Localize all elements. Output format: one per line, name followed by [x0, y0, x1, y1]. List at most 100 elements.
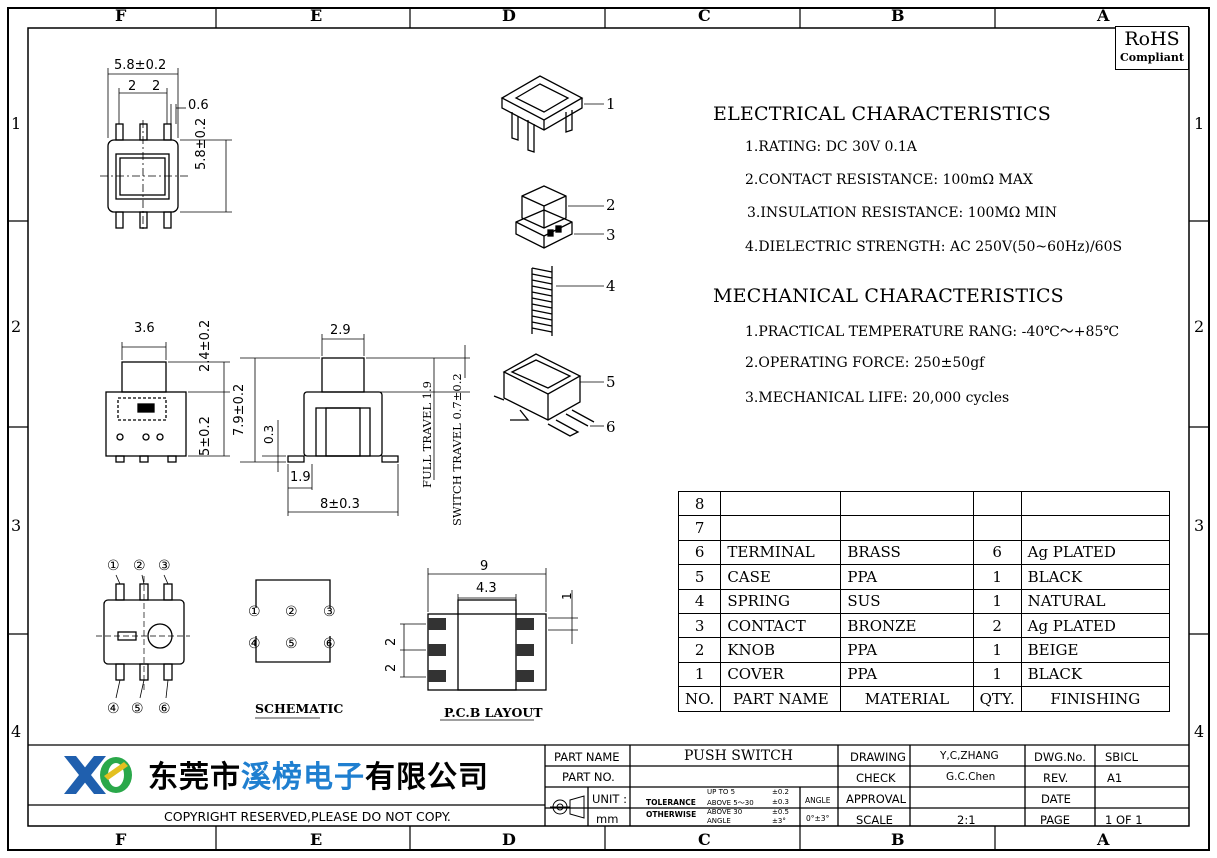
col-letter: B: [891, 830, 905, 849]
part-qty: 6: [972, 539, 1022, 566]
part-finish: [1020, 490, 1171, 517]
row-number: 1: [11, 114, 22, 133]
electrical-item: 4.DIELECTRIC STRENGTH: AC 250V(50~60Hz)/…: [745, 239, 1123, 255]
row-number: 2: [1194, 317, 1205, 336]
rohs-compliant-text: Compliant: [1120, 51, 1184, 64]
col-letter: C: [698, 830, 711, 849]
front-view-drawing: [240, 334, 470, 516]
angle-label: ANGLE: [805, 796, 831, 805]
electrical-item: 1.RATING: DC 30V 0.1A: [745, 139, 917, 155]
drawing-value: Y,C,ZHANG: [940, 750, 999, 762]
callout-number: 4: [606, 277, 616, 295]
dim-front-knob-width: 2.9: [330, 323, 351, 338]
company-name: 东莞市溪榜电子有限公司: [148, 752, 489, 796]
part-name: SPRING: [720, 588, 842, 614]
part-material: PPA: [840, 637, 974, 663]
header-qty: QTY.: [972, 686, 1022, 712]
pin-label: ⑥: [158, 701, 171, 717]
approval-label: APPROVAL: [846, 792, 906, 806]
projection-symbol: [550, 795, 585, 819]
dim-pcb-width: 9: [480, 559, 489, 574]
rohs-badge: RoHS Compliant: [1115, 26, 1189, 70]
schematic-pin-label: ②: [285, 604, 298, 620]
part-qty: [972, 515, 1022, 541]
angle-value: 0°±3°: [806, 814, 830, 823]
tol-range: ANGLE: [707, 817, 731, 825]
schematic-pin-label: ④: [248, 636, 261, 652]
col-letter: A: [1097, 830, 1110, 849]
tol-value: ±0.3: [772, 798, 789, 806]
schematic-drawing: [255, 579, 331, 719]
callout-number: 5: [606, 373, 616, 391]
part-material: SUS: [840, 588, 974, 614]
schematic-pin-label: ①: [248, 604, 261, 620]
part-qty: 2: [972, 612, 1022, 639]
schematic-pin-label: ⑥: [323, 636, 336, 652]
tol-range: UP TO 5: [707, 788, 736, 796]
page-value: 1 OF 1: [1105, 813, 1143, 827]
side-view-drawing: [105, 342, 230, 463]
tolerance-label: TOLERANCE: [646, 798, 696, 807]
row-number: 4: [1194, 722, 1205, 741]
col-letter: E: [310, 6, 323, 25]
dim-front-foot: 1.9: [290, 470, 311, 485]
unit-value: mm: [596, 812, 619, 826]
dim-top-pin: 0.6: [188, 98, 209, 113]
page-label: PAGE: [1040, 813, 1071, 827]
header-finishing: FINISHING: [1020, 686, 1171, 712]
check-label: CHECK: [856, 771, 896, 785]
dim-side-width: 3.6: [134, 321, 155, 336]
callout-number: 6: [606, 418, 616, 436]
row-number: 3: [11, 516, 22, 535]
part-finish: BLACK: [1020, 661, 1171, 688]
dim-top-pitch-a: 2: [128, 79, 137, 94]
part-no: 1: [677, 661, 722, 688]
row-number: 1: [1194, 114, 1205, 133]
tol-range: ABOVE 5～30: [707, 799, 754, 807]
pin-label: ④: [107, 701, 120, 717]
callout-number: 3: [606, 226, 616, 244]
part-qty: 1: [972, 637, 1022, 663]
part-finish: NATURAL: [1020, 588, 1171, 614]
scale-label: SCALE: [856, 813, 893, 827]
row-number: 3: [1194, 516, 1205, 535]
company-name-post: 有限公司: [365, 760, 489, 795]
pin-label: ⑤: [131, 701, 144, 717]
dwg-no-label: DWG.No.: [1034, 750, 1086, 764]
mechanical-item: 3.MECHANICAL LIFE: 20,000 cycles: [745, 390, 1010, 406]
col-letter: C: [698, 6, 711, 25]
part-material: BRASS: [840, 539, 974, 566]
header-part-name: PART NAME: [720, 686, 842, 712]
top-view-drawing: [100, 68, 232, 232]
company-name-brand: 溪榜电子: [241, 760, 365, 795]
dim-top-width: 5.8±0.2: [114, 58, 167, 73]
tol-value: ±0.2: [772, 788, 789, 796]
tol-range: ABOVE 30: [707, 808, 743, 816]
tol-value: ±3°: [772, 817, 786, 825]
company-name-pre: 东莞市: [148, 760, 241, 795]
callout-number: 1: [606, 95, 616, 113]
header-material: MATERIAL: [840, 686, 974, 712]
part-material: [840, 490, 974, 517]
pin-layout-drawing: [96, 574, 190, 699]
part-name-value: PUSH SWITCH: [684, 748, 793, 764]
col-letter: F: [115, 830, 127, 849]
rev-value: A1: [1107, 771, 1123, 785]
pin-label: ②: [133, 558, 146, 574]
part-finish: [1020, 515, 1171, 541]
part-name-label: PART NAME: [554, 750, 620, 764]
part-name: [720, 490, 842, 517]
unit-label: UNIT :: [592, 792, 627, 806]
part-finish: BLACK: [1020, 564, 1171, 590]
dim-top-pitch-b: 2: [152, 79, 161, 94]
part-no: 2: [677, 637, 722, 663]
part-material: PPA: [840, 661, 974, 688]
tol-value: ±0.5: [772, 808, 789, 816]
pin-label: ③: [158, 558, 171, 574]
